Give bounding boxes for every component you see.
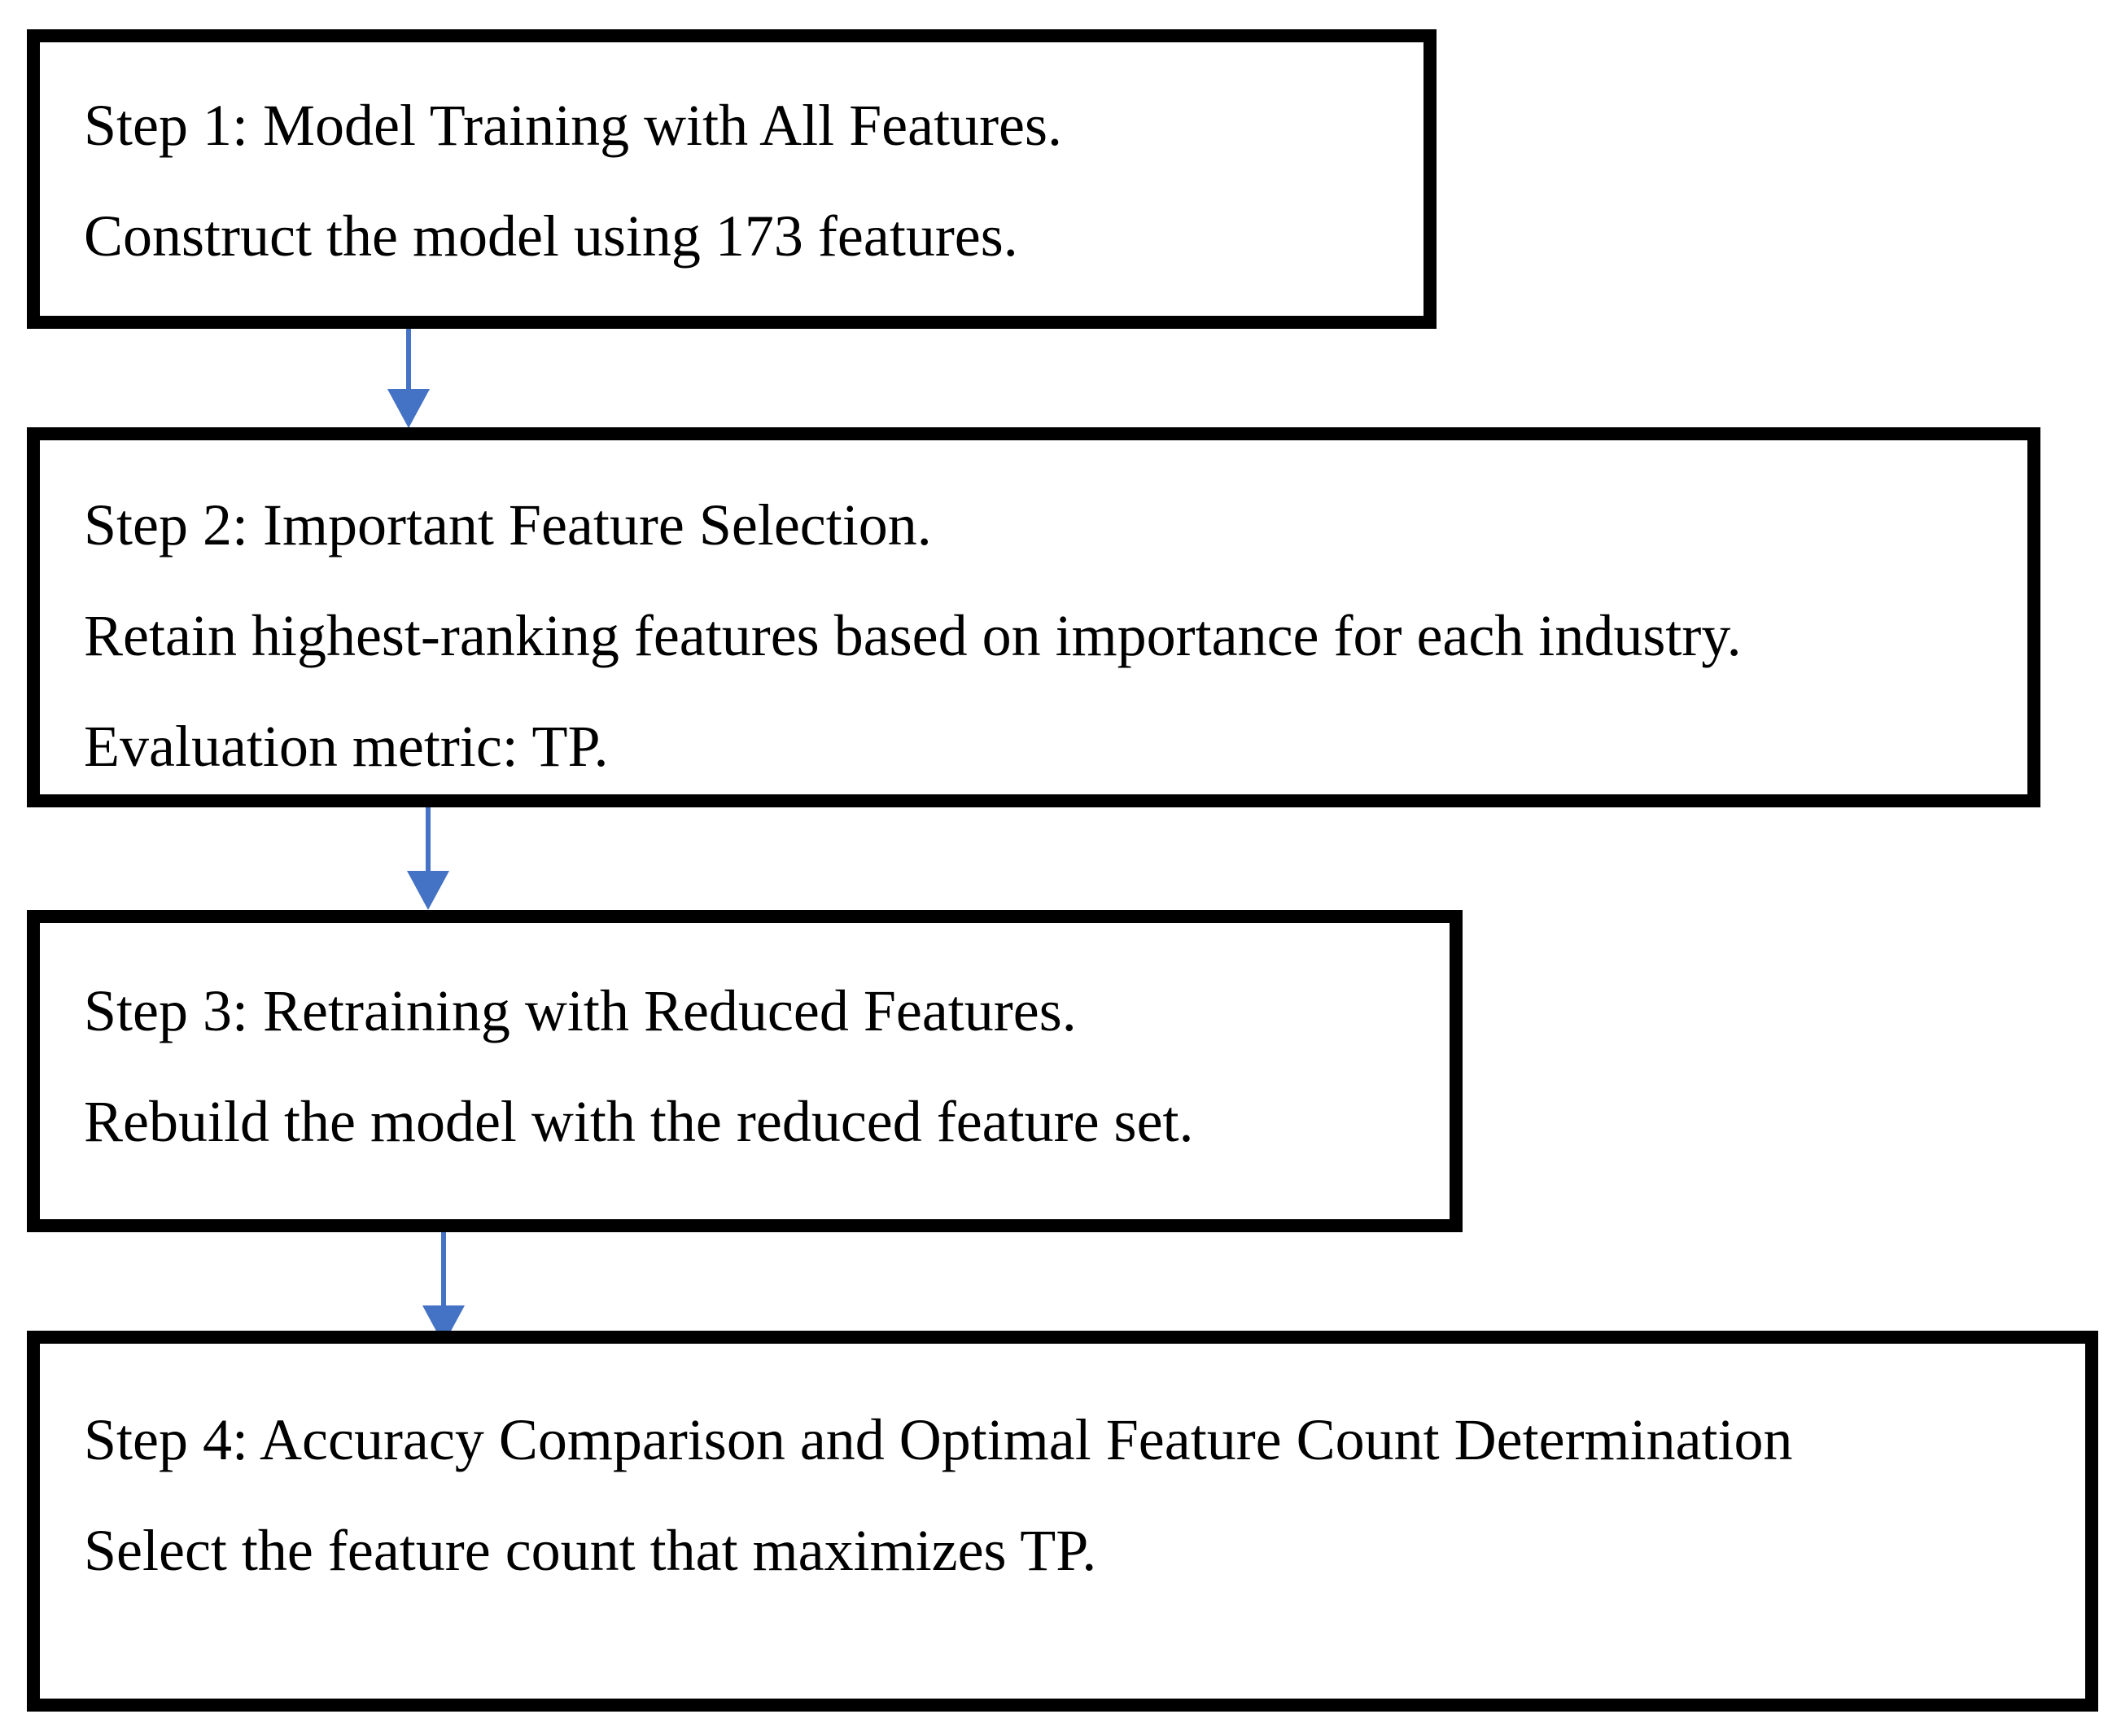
arrow-stem bbox=[441, 1232, 446, 1307]
step4-description: Select the feature count that maximizes … bbox=[84, 1518, 1097, 1583]
step2-metric: Evaluation metric: TP. bbox=[84, 714, 609, 779]
arrow-head-icon bbox=[407, 871, 449, 910]
arrow-head-icon bbox=[387, 389, 430, 428]
arrow-stem bbox=[426, 807, 431, 872]
step1-title: Step 1: Model Training with All Features… bbox=[84, 93, 1063, 158]
flow-arrow-1 bbox=[387, 329, 430, 428]
step2-title: Step 2: Important Feature Selection. bbox=[84, 492, 932, 558]
flow-arrow-2 bbox=[407, 807, 449, 910]
step3-box: Step 3: Retraining with Reduced Features… bbox=[27, 910, 1463, 1232]
step1-description: Construct the model using 173 features. bbox=[84, 203, 1018, 269]
step3-title: Step 3: Retraining with Reduced Features… bbox=[84, 978, 1077, 1043]
arrow-stem bbox=[406, 329, 411, 391]
step2-description: Retain highest-ranking features based on… bbox=[84, 603, 1742, 668]
step3-description: Rebuild the model with the reduced featu… bbox=[84, 1089, 1194, 1154]
step4-title: Step 4: Accuracy Comparison and Optimal … bbox=[84, 1407, 1793, 1472]
flow-arrow-3 bbox=[422, 1232, 465, 1345]
step4-box: Step 4: Accuracy Comparison and Optimal … bbox=[27, 1331, 2098, 1712]
step2-box: Step 2: Important Feature Selection. Ret… bbox=[27, 427, 2040, 807]
step1-box: Step 1: Model Training with All Features… bbox=[27, 29, 1437, 329]
